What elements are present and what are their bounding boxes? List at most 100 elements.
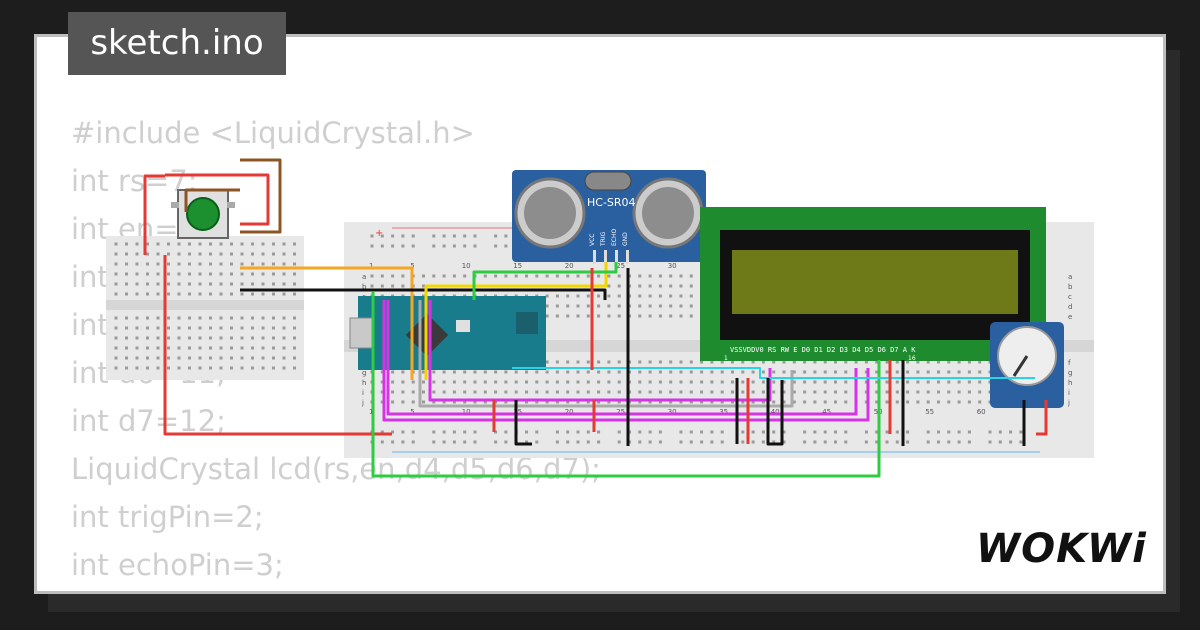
hole	[251, 272, 254, 276]
code-line: int echoPin=3;	[71, 548, 284, 582]
hole	[442, 430, 446, 434]
hole	[251, 366, 254, 370]
hole	[741, 390, 745, 394]
lcd-display[interactable]: VSSVDDV0 RS RW E D0 D1 D2 D3 D4 D5 D6 D7…	[700, 207, 1046, 362]
hole	[731, 380, 734, 384]
hole	[251, 346, 254, 350]
hole	[473, 234, 477, 238]
hole	[555, 380, 559, 384]
hole	[782, 360, 786, 364]
hole	[177, 252, 181, 256]
hole	[494, 370, 498, 374]
hole	[638, 400, 642, 404]
hole	[114, 346, 118, 350]
hole	[967, 370, 971, 374]
hole	[844, 380, 848, 384]
button-leg	[171, 202, 179, 208]
hole	[576, 380, 580, 384]
hole	[135, 346, 139, 350]
wire-brown-inner	[184, 188, 240, 212]
hole	[463, 390, 467, 394]
hole	[167, 346, 170, 350]
hole	[240, 346, 244, 350]
row-letter: c	[1068, 293, 1072, 301]
row-letter: g	[1068, 369, 1072, 377]
hole	[586, 440, 590, 444]
hole	[282, 272, 286, 276]
hole	[555, 370, 559, 374]
column-number: 15	[513, 262, 522, 270]
hole	[209, 272, 212, 276]
hole	[761, 400, 765, 404]
hole	[198, 336, 202, 340]
wire-black-1	[514, 400, 532, 446]
hole	[566, 380, 570, 384]
hole	[803, 430, 807, 434]
hole	[937, 370, 940, 374]
hole	[741, 400, 745, 404]
hole	[167, 326, 170, 330]
hole	[967, 430, 971, 434]
hole	[188, 272, 191, 276]
hole	[679, 314, 683, 318]
hole	[617, 304, 621, 308]
hole	[198, 272, 202, 276]
potentiometer[interactable]	[990, 322, 1064, 408]
wire-gray	[418, 300, 794, 408]
hole	[607, 360, 611, 364]
hole	[710, 440, 714, 444]
hole	[293, 282, 296, 286]
hole	[926, 360, 930, 364]
hole	[282, 346, 286, 350]
hole	[463, 234, 467, 238]
hole	[432, 234, 436, 238]
hole	[967, 360, 971, 364]
hole	[926, 440, 930, 444]
hole	[473, 390, 477, 394]
hole	[864, 440, 868, 444]
hole	[146, 262, 149, 266]
hole	[648, 314, 652, 318]
hole	[597, 390, 601, 394]
hole	[875, 360, 879, 364]
hole	[370, 284, 374, 288]
hole	[219, 252, 223, 256]
hole	[391, 430, 395, 434]
hole	[875, 430, 879, 434]
hole	[380, 430, 384, 434]
hole	[473, 370, 477, 374]
hole	[209, 316, 212, 320]
hole	[411, 380, 415, 384]
hole	[782, 440, 786, 444]
hole	[146, 242, 149, 246]
hole	[452, 440, 456, 444]
row-letter: h	[362, 379, 366, 387]
hole	[875, 370, 879, 374]
hole	[586, 274, 590, 278]
hole	[576, 274, 580, 278]
hole	[895, 380, 899, 384]
hole	[926, 400, 930, 404]
hole	[177, 242, 181, 246]
push-button[interactable]	[171, 189, 235, 239]
hole	[597, 304, 601, 308]
hole	[125, 366, 128, 370]
hole	[391, 380, 395, 384]
hole	[167, 282, 170, 286]
hole	[401, 400, 405, 404]
hole	[885, 430, 889, 434]
hole	[188, 366, 191, 370]
hole	[156, 326, 160, 330]
arduino-nano[interactable]	[349, 296, 546, 370]
hole	[803, 360, 807, 364]
hole	[452, 244, 456, 248]
hole	[607, 274, 611, 278]
hole	[442, 244, 446, 248]
hole	[834, 380, 837, 384]
hole	[658, 380, 662, 384]
file-tab[interactable]: sketch.ino	[68, 12, 286, 75]
hole	[906, 430, 910, 434]
hole	[391, 284, 395, 288]
